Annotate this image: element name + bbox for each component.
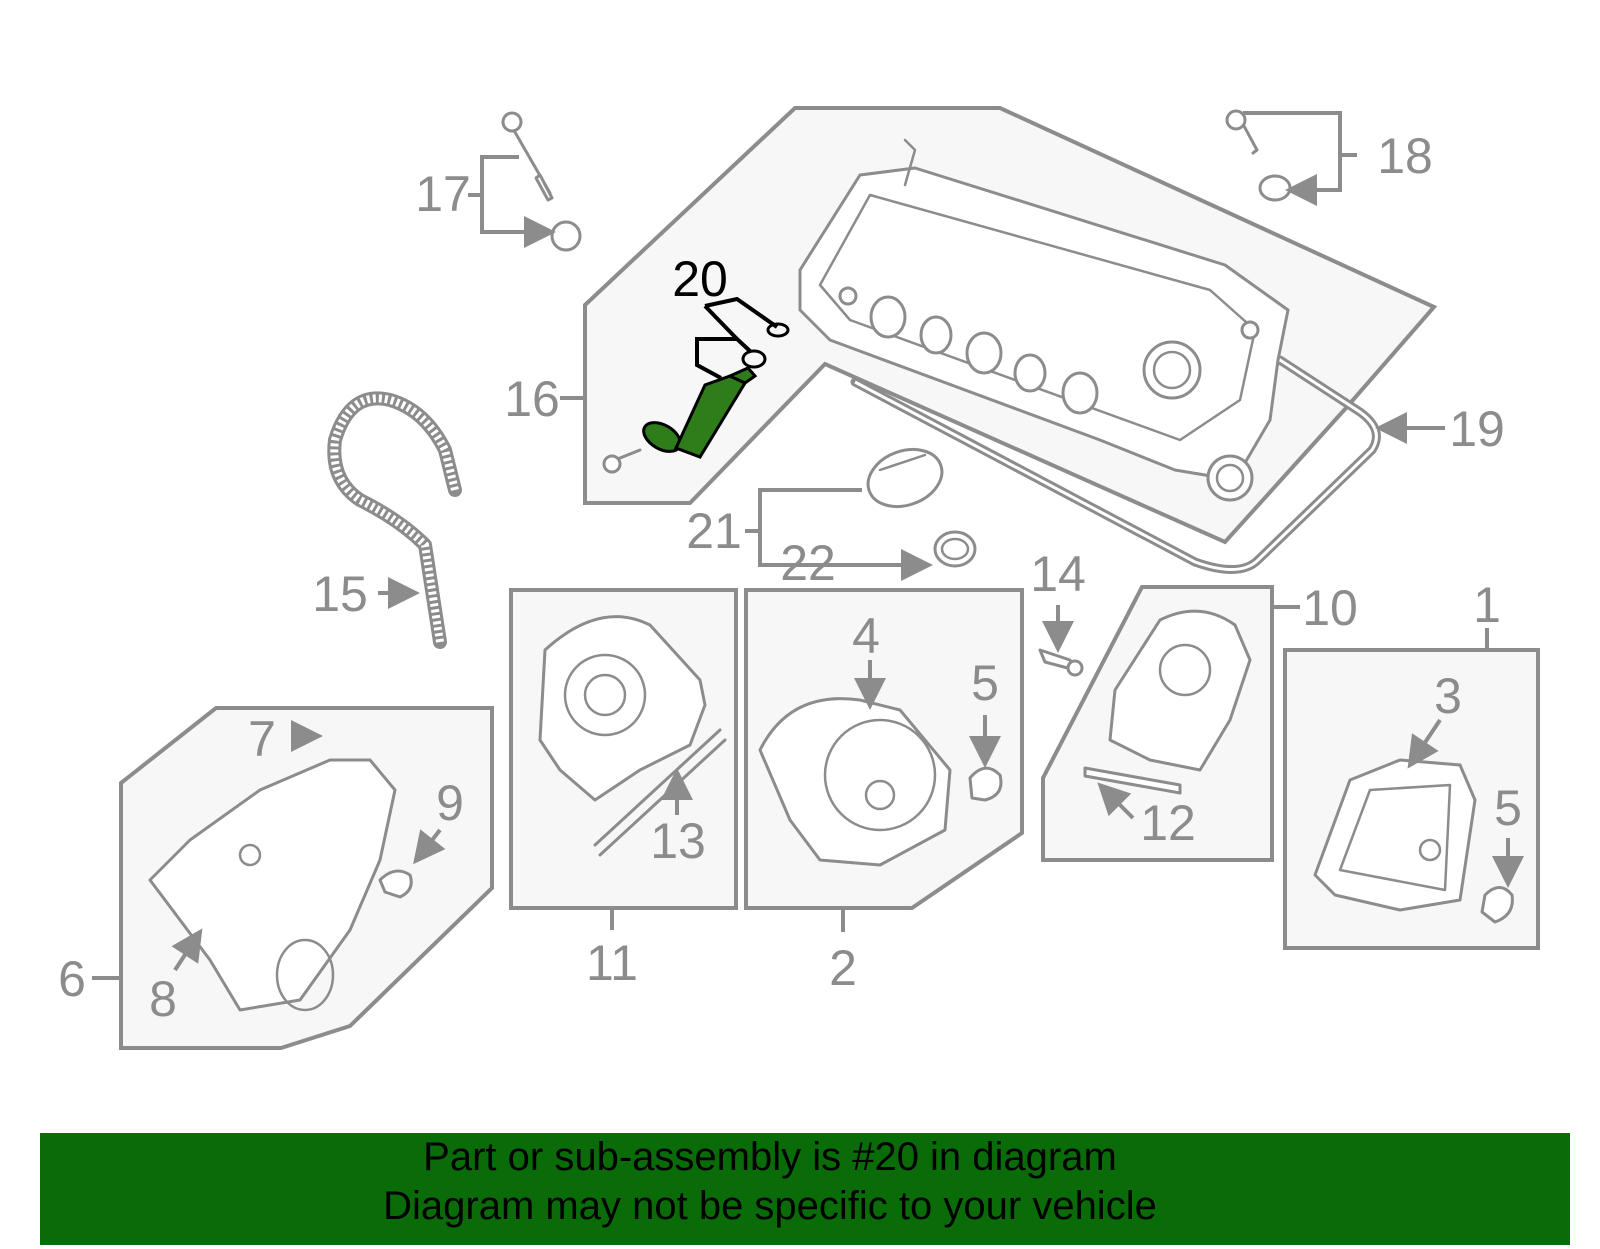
callout-15: 15: [312, 566, 368, 622]
callout-7: 7: [248, 711, 276, 767]
info-banner: Part or sub-assembly is #20 in diagram D…: [40, 1133, 1570, 1245]
callout-5b: 5: [1494, 780, 1522, 836]
panel-1: [1283, 648, 1540, 950]
highlighted-part-20[interactable]: [639, 322, 790, 459]
callout-6: 6: [58, 951, 86, 1007]
leader-12: [1097, 782, 1135, 820]
part-14-sensor: [1038, 648, 1084, 677]
panel-6: [119, 706, 494, 1050]
leader-8: [171, 928, 203, 972]
callout-1: 1: [1473, 577, 1501, 633]
callout-21: 21: [686, 503, 742, 559]
callout-19: 19: [1449, 401, 1505, 457]
callout-10: 10: [1302, 580, 1358, 636]
part-18-sensor: [1225, 109, 1292, 202]
leader-18: [1243, 111, 1357, 190]
timing-belt: [327, 391, 462, 649]
callout-17: 17: [415, 166, 471, 222]
panel-11: [509, 588, 738, 910]
leader-17: [468, 155, 548, 232]
callout-3: 3: [1434, 668, 1462, 724]
leader-9: [413, 828, 446, 865]
leader-20: [695, 296, 779, 380]
callout-4: 4: [852, 608, 880, 664]
valve-cover: [798, 138, 1290, 502]
oil-cap: [866, 447, 977, 568]
callout-11: 11: [586, 935, 638, 991]
part-17-sensor: [501, 111, 582, 252]
callout-16: 16: [504, 371, 560, 427]
callout-8: 8: [149, 971, 177, 1027]
leader-3: [1407, 718, 1442, 769]
valve-cover-gasket: [850, 355, 1381, 575]
callout-9: 9: [436, 775, 464, 831]
banner-line-2: Diagram may not be specific to your vehi…: [383, 1184, 1157, 1228]
callout-14: 14: [1030, 546, 1086, 602]
callout-22: 22: [780, 535, 836, 591]
bolt-16: [602, 448, 642, 474]
banner-line-1: Part or sub-assembly is #20 in diagram: [423, 1135, 1117, 1179]
callout-18: 18: [1377, 128, 1433, 184]
callout-13: 13: [650, 813, 706, 869]
callout-5a: 5: [971, 655, 999, 711]
callout-2: 2: [829, 940, 857, 996]
panel-2: [744, 588, 1024, 910]
callout-12: 12: [1140, 795, 1196, 851]
callout-20: 20: [672, 251, 728, 307]
leader-21-22: [745, 488, 925, 565]
